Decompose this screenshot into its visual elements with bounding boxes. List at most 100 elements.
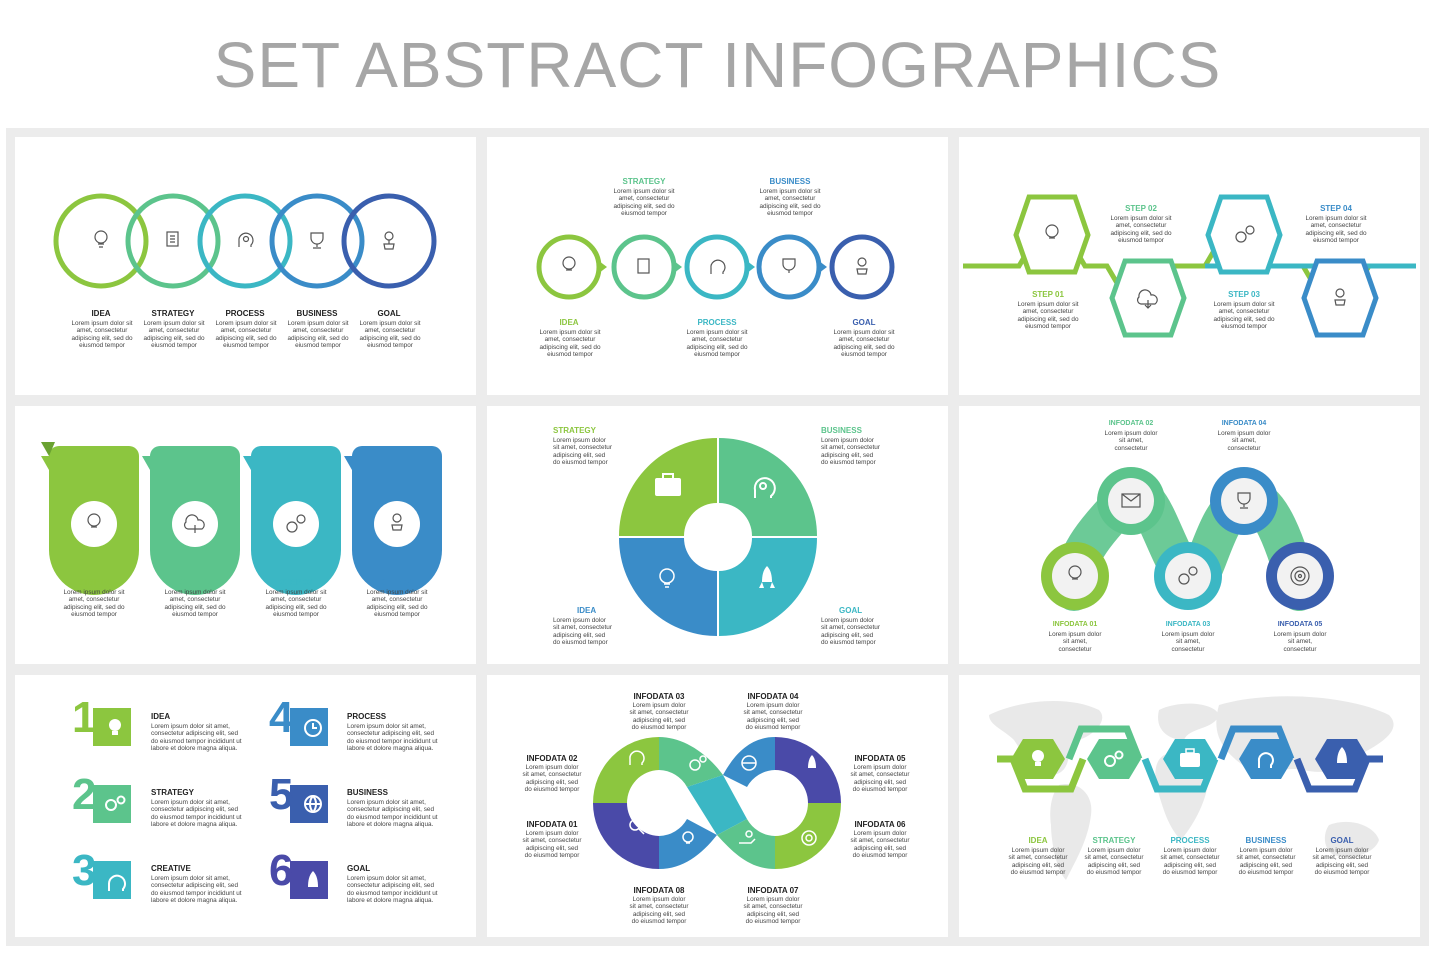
money-plant-icon: [383, 231, 395, 250]
p7-text-idea: Lorem ipsum dolor sit amet, consectetur …: [151, 723, 242, 752]
ring-5: [341, 193, 437, 289]
p6-text-infodata03: Lorem ipsum dolor sit amet, consectetur: [1161, 631, 1215, 653]
p7-text-process: Lorem ipsum dolor sit amet, consectetur …: [347, 723, 438, 752]
p2-label-idea: IDEA: [559, 318, 579, 327]
cloud-download-icon: [1137, 289, 1158, 309]
circle-1: [536, 234, 602, 300]
lightbulb-icon: [659, 568, 675, 588]
circle-5: [829, 234, 895, 300]
p2-text-process: Lorem ipsum dolor sit amet, consectetur …: [686, 329, 748, 358]
infinity-graphic: [593, 737, 841, 869]
p3-text-step04: Lorem ipsum dolor sit amet, consectetur …: [1305, 215, 1367, 244]
p1-text-2: Lorem ipsum dolor sit amet, consectetur …: [143, 320, 205, 349]
wave-circles-graphic: [1041, 467, 1334, 611]
p7-label-creative: CREATIVE: [151, 864, 191, 873]
p1-text-4: Lorem ipsum dolor sit amet, consectetur …: [287, 320, 349, 349]
cloud-download-icon: [184, 514, 205, 533]
p9-text-goal: Lorem ipsum dolor sit amet, consectetur …: [1312, 847, 1372, 876]
money-plant-icon: [391, 513, 403, 531]
p8-label-infodata05: INFODATA 05: [854, 754, 906, 763]
panel-wave-circles: INFODATA 01 Lorem ipsum dolor sit amet, …: [959, 406, 1420, 664]
world-map-background: [989, 696, 1394, 880]
trophy-icon: [310, 232, 324, 249]
p4-text-step03: Lorem ipsum dolor sit amet, consectetur …: [265, 589, 327, 618]
p8-label-infodata01: INFODATA 01: [526, 820, 578, 829]
p2-text-strategy: Lorem ipsum dolor sit amet, consectetur …: [613, 188, 675, 217]
p7-text-business: Lorem ipsum dolor sit amet, consectetur …: [347, 799, 438, 828]
search-icon: [629, 819, 645, 835]
number-box-2: [93, 785, 131, 823]
p4-label-step03: STEP 03: [280, 578, 312, 587]
target-icon: [1290, 566, 1310, 586]
donut-graphic: [619, 438, 817, 636]
rocket-icon: [808, 755, 816, 768]
hexagon-1: [1013, 194, 1091, 275]
money-plant-icon: [856, 257, 868, 275]
p3-label-step04: STEP 04: [1320, 204, 1352, 213]
p3-label-step01: STEP 01: [1032, 290, 1064, 299]
p7-text-goal: Lorem ipsum dolor sit amet, consectetur …: [347, 875, 438, 904]
p5-text-idea: Lorem ipsum dolor sit amet, consectetur …: [553, 617, 612, 646]
p6-label-infodata01: INFODATA 01: [1052, 621, 1098, 628]
number-4: 4: [269, 693, 294, 742]
p2-text-goal: Lorem ipsum dolor sit amet, consectetur …: [833, 329, 895, 358]
p4-text-step01: Lorem ipsum dolor sit amet, consectetur …: [63, 589, 125, 618]
p2-label-process: PROCESS: [697, 318, 737, 327]
head-gear-icon: [629, 750, 645, 765]
p5-text-strategy: Lorem ipsum dolor sit amet, consectetur …: [553, 437, 612, 466]
head-gear-icon: [238, 232, 254, 247]
p7-label-business: BUSINESS: [347, 788, 388, 797]
ribbons-graphic: [41, 442, 442, 595]
gears-icon: [689, 755, 707, 771]
panel-ribbons: STEP 01 Lorem ipsum dolor sit amet, cons…: [15, 406, 476, 664]
infinity-cross: [687, 775, 747, 835]
gears-icon: [105, 795, 126, 811]
p8-label-infodata07: INFODATA 07: [747, 886, 799, 895]
panel-donut: STRATEGY Lorem ipsum dolor sit amet, con…: [487, 406, 948, 664]
head-gear-icon: [753, 477, 776, 498]
p7-text-creative: Lorem ipsum dolor sit amet, consectetur …: [151, 875, 242, 904]
p8-label-infodata08: INFODATA 08: [633, 886, 685, 895]
number-box-4: [290, 708, 328, 746]
p8-text-infodata01: Lorem ipsum dolor sit amet, consectetur …: [522, 830, 582, 859]
money-gear-icon: [286, 514, 306, 533]
number-2: 2: [72, 770, 97, 819]
p1-label-goal: GOAL: [377, 309, 401, 318]
p8-text-infodata04: Lorem ipsum dolor sit amet, consectetur …: [743, 702, 803, 731]
p1-text-5: Lorem ipsum dolor sit amet, consectetur …: [359, 320, 421, 349]
panel-rings: IDEA STRATEGY PROCESS BUSINESS GOAL Lore…: [15, 137, 476, 395]
infinity-seg-bottom-left-a: [593, 803, 659, 869]
head-gear-icon: [1257, 752, 1274, 768]
p9-text-strategy: Lorem ipsum dolor sit amet, consectetur …: [1084, 847, 1144, 876]
p9-label-strategy: STRATEGY: [1092, 836, 1136, 845]
infinity-seg-bottom-left-b: [659, 819, 717, 869]
p8-label-infodata06: INFODATA 06: [854, 820, 906, 829]
p4-text-step04: Lorem ipsum dolor sit amet, consectetur …: [366, 589, 428, 618]
number-box-3: [93, 861, 131, 899]
p2-label-business: BUSINESS: [769, 177, 811, 186]
p6-text-infodata04: Lorem ipsum dolor sit amet, consectetur: [1217, 430, 1271, 452]
lightbulb-icon: [682, 831, 694, 844]
panel-infinity: INFODATA 01 Lorem ipsum dolor sit amet, …: [487, 675, 948, 937]
p3-label-step02: STEP 02: [1125, 204, 1157, 213]
panel-hexagon-steps: STEP 01 Lorem ipsum dolor sit amet, cons…: [959, 137, 1420, 395]
rocket-icon: [759, 566, 775, 588]
ring-1: [53, 193, 149, 289]
arrow-circles-graphic: [536, 234, 895, 300]
p8-text-infodata02: Lorem ipsum dolor sit amet, consectetur …: [522, 764, 582, 793]
p9-text-business: Lorem ipsum dolor sit amet, consectetur …: [1236, 847, 1296, 876]
donut-quadrant-bottom-right: [719, 538, 817, 636]
number-1: 1: [72, 693, 97, 742]
p2-text-business: Lorem ipsum dolor sit amet, consectetur …: [759, 188, 821, 217]
p1-label-business: BUSINESS: [296, 309, 338, 318]
p9-label-idea: IDEA: [1028, 836, 1048, 845]
p9-text-process: Lorem ipsum dolor sit amet, consectetur …: [1160, 847, 1220, 876]
mail-icon: [1121, 493, 1141, 508]
ring-4: [269, 193, 365, 289]
panel-arrow-circles: STRATEGY Lorem ipsum dolor sit amet, con…: [487, 137, 948, 395]
p4-label-step04: STEP 04: [381, 578, 413, 587]
p1-label-process: PROCESS: [225, 309, 265, 318]
lightbulb-icon: [109, 719, 121, 735]
p7-label-strategy: STRATEGY: [151, 788, 194, 797]
p6-text-infodata05: Lorem ipsum dolor sit amet, consectetur: [1273, 631, 1327, 653]
